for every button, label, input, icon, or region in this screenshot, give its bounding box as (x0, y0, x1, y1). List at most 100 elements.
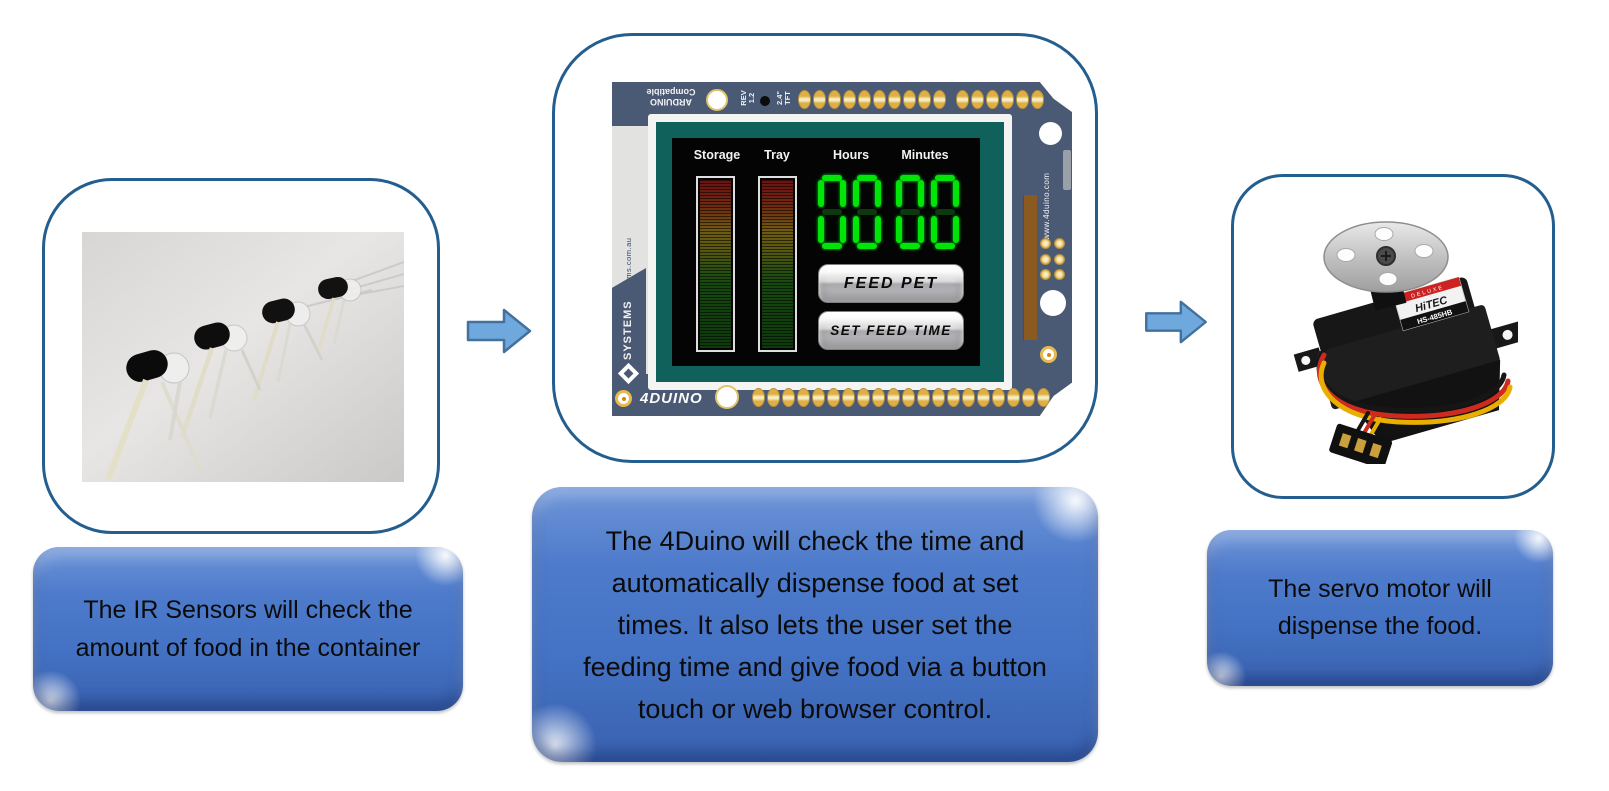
seven-segment-digit (853, 174, 881, 250)
hours-label: Hours (832, 148, 870, 162)
systems-label: SYSTEMS (622, 300, 634, 360)
segment-g (935, 209, 955, 215)
solder-pad (903, 90, 916, 109)
seven-segment-digit (818, 174, 846, 250)
pad-row-top-right (956, 90, 1044, 109)
solder-pad (986, 90, 999, 109)
segment-e (853, 216, 859, 243)
ir-sensors-caption-text: The IR Sensors will check the amount of … (75, 596, 421, 662)
segment-c (840, 216, 846, 243)
tft-label: 2.4" TFT (775, 91, 792, 105)
segment-f (818, 180, 824, 207)
segment-b (953, 180, 959, 207)
mounting-hole (1039, 122, 1062, 145)
solder-pad (858, 90, 871, 109)
servo-label: DELUXE HiTEC HS-485HB (1392, 276, 1470, 332)
storage-level-fill (700, 180, 731, 348)
solder-pad (947, 388, 960, 407)
solder-pad (798, 90, 811, 109)
ir-sensors-photo (82, 232, 404, 482)
solder-pad (992, 388, 1005, 407)
solder-pad (782, 388, 795, 407)
solder-pad (767, 388, 780, 407)
solder-pad (1054, 253, 1065, 265)
fourduino-caption-text: The 4Duino will check the time and autom… (583, 525, 1047, 724)
servo-motor-photo: DELUXE HiTEC HS-485HB (1293, 221, 1518, 464)
storage-label: Storage (693, 148, 741, 162)
solder-pad (1001, 90, 1014, 109)
board-dot (760, 96, 770, 106)
solder-pad (843, 90, 856, 109)
feed-pet-button[interactable]: FEED PET (818, 264, 964, 303)
pad-grid (1040, 238, 1070, 282)
servo-image-frame: DELUXE HiTEC HS-485HB (1231, 174, 1555, 499)
time-display (818, 174, 959, 252)
tray-label: Tray (764, 148, 790, 162)
ir-sensors-image-frame (42, 178, 440, 534)
fourduino-caption: The 4Duino will check the time and autom… (532, 487, 1098, 762)
segment-f (931, 180, 937, 207)
fourduino-brand-label: 4DUINO (640, 390, 703, 407)
solder-pad (887, 388, 900, 407)
solder-pad (917, 388, 930, 407)
usb-connector (1063, 150, 1071, 190)
segment-c (953, 216, 959, 243)
solder-pad (1040, 253, 1051, 265)
segment-d (857, 243, 877, 249)
segment-a (935, 175, 955, 181)
fourduino-board: www.4dsystems.com.au ARDUINO Compatible … (612, 82, 1072, 416)
solder-pad (828, 90, 841, 109)
segment-e (818, 216, 824, 243)
segment-b (918, 180, 924, 207)
arduino-compatible-label: ARDUINO Compatible (646, 87, 696, 108)
solder-pad (827, 388, 840, 407)
solder-pad (842, 388, 855, 407)
fourd-systems-logo-icon (617, 362, 640, 385)
fourduino-image-frame: www.4dsystems.com.au ARDUINO Compatible … (552, 33, 1098, 463)
solder-pad (1031, 90, 1044, 109)
systems-tab: SYSTEMS (612, 268, 646, 392)
segment-f (853, 180, 859, 207)
tft-screen: Storage Tray Hours Minutes FEED PET SET … (672, 138, 980, 366)
corner-pad (1040, 346, 1057, 363)
solder-pad (1040, 269, 1051, 281)
arrow-right-icon (1145, 300, 1207, 344)
segment-c (875, 216, 881, 243)
set-feed-time-button[interactable]: SET FEED TIME (818, 311, 964, 350)
solder-pad (752, 388, 765, 407)
pad-row-bottom-left (752, 388, 930, 407)
servo-horn (1323, 221, 1449, 293)
storage-level-bar (696, 176, 735, 352)
corner-pad (615, 390, 632, 407)
solder-pad (813, 90, 826, 109)
segment-a (900, 175, 920, 181)
mounting-hole (1040, 290, 1066, 316)
segment-d (900, 243, 920, 249)
servo-caption: The servo motor will dispense the food. (1207, 530, 1553, 686)
solder-pad (933, 90, 946, 109)
segment-g (900, 209, 920, 215)
seven-segment-digit (896, 174, 924, 250)
solder-pad (1054, 238, 1065, 249)
solder-pad (977, 388, 990, 407)
segment-g (857, 209, 877, 215)
solder-pad (1016, 90, 1029, 109)
tft-screen-bezel: Storage Tray Hours Minutes FEED PET SET … (656, 122, 1004, 382)
solder-pad (1007, 388, 1020, 407)
segment-f (896, 180, 902, 207)
segment-a (857, 175, 877, 181)
seven-segment-digit (931, 174, 959, 250)
arrow-right-icon (466, 308, 532, 354)
solder-pad (902, 388, 915, 407)
solder-pad (888, 90, 901, 109)
display-flex-connector (1023, 195, 1037, 340)
solder-pad (857, 388, 870, 407)
tft-screen-frame: Storage Tray Hours Minutes FEED PET SET … (648, 114, 1012, 390)
solder-pad (971, 90, 984, 109)
mounting-hole (706, 89, 728, 111)
segment-e (931, 216, 937, 243)
solder-pad (1022, 388, 1035, 407)
segment-b (840, 180, 846, 207)
solder-pad (797, 388, 810, 407)
